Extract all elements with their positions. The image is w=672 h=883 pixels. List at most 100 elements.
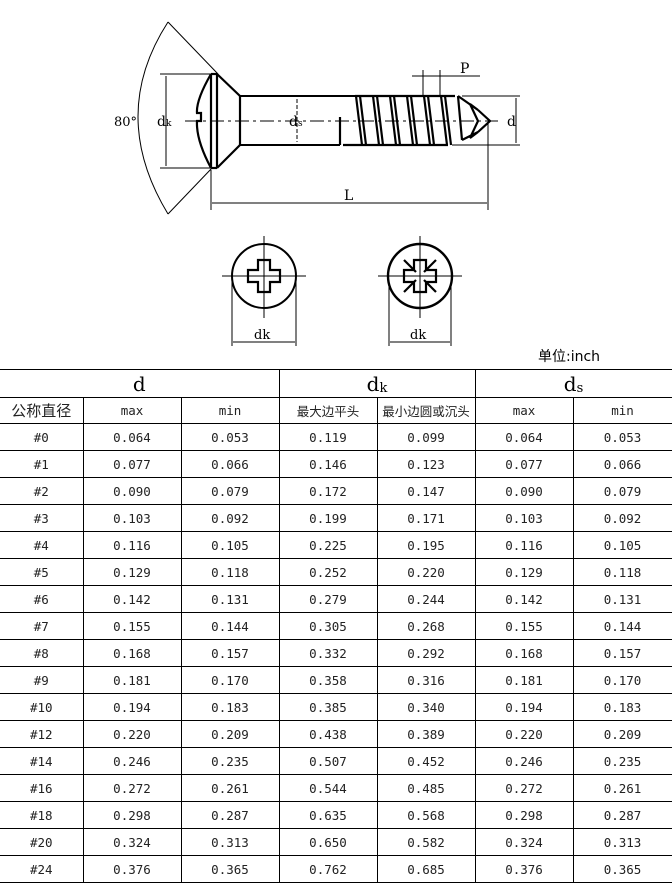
cell-ds-max: 0.298 <box>474 801 574 829</box>
cell-ds-max: 0.155 <box>474 612 574 640</box>
cell-dk-max: 0.305 <box>278 612 378 640</box>
cell-ds-min: 0.235 <box>572 747 672 775</box>
cell-ds-min: 0.053 <box>572 423 672 451</box>
cell-d-max: 0.116 <box>82 531 182 559</box>
cell-ds-max: 0.272 <box>474 774 574 802</box>
cell-dk-min: 0.452 <box>376 747 476 775</box>
cell-d-max: 0.103 <box>82 504 182 532</box>
cell-dk-min: 0.316 <box>376 666 476 694</box>
cell-nominal-size: #8 <box>0 639 84 667</box>
cell-ds-max: 0.324 <box>474 828 574 856</box>
cell-dk-max: 0.507 <box>278 747 378 775</box>
cell-dk-min: 0.568 <box>376 801 476 829</box>
cell-ds-min: 0.183 <box>572 693 672 721</box>
cell-dk-max: 0.762 <box>278 855 378 883</box>
cell-ds-min: 0.131 <box>572 585 672 613</box>
angle-arc <box>137 21 169 215</box>
cell-d-min: 0.183 <box>180 693 280 721</box>
cell-dk-min: 0.292 <box>376 639 476 667</box>
cell-nominal-size: #0 <box>0 423 84 451</box>
cell-ds-min: 0.092 <box>572 504 672 532</box>
cell-ds-min: 0.287 <box>572 801 672 829</box>
subheader-dk-flat-max: 最大边平头 <box>278 397 378 424</box>
cell-d-max: 0.194 <box>82 693 182 721</box>
cell-dk-min: 0.485 <box>376 774 476 802</box>
cell-ds-min: 0.261 <box>572 774 672 802</box>
cell-d-min: 0.118 <box>180 558 280 586</box>
cell-dk-max: 0.119 <box>278 423 378 451</box>
cell-d-min: 0.170 <box>180 666 280 694</box>
pitch-label: P <box>460 61 469 77</box>
cell-d-max: 0.168 <box>82 639 182 667</box>
cell-ds-max: 0.376 <box>474 855 574 883</box>
cell-d-max: 0.155 <box>82 612 182 640</box>
cell-d-min: 0.235 <box>180 747 280 775</box>
subheader-d-max: max <box>82 397 182 424</box>
cell-dk-min: 0.268 <box>376 612 476 640</box>
subheader-dk-oval-min: 最小边圆或沉头 <box>376 397 476 424</box>
subheader-nominal-diameter: 公称直径 <box>0 397 84 424</box>
cell-d-min: 0.287 <box>180 801 280 829</box>
screw-technical-drawing: 80° dk ds d P L dk dk <box>0 0 672 350</box>
cell-ds-max: 0.194 <box>474 693 574 721</box>
phillips-recess-view <box>222 236 306 346</box>
subheader-ds-min: min <box>572 397 672 424</box>
cell-ds-min: 0.365 <box>572 855 672 883</box>
head-diameter-label: dk <box>157 114 172 130</box>
cell-dk-max: 0.172 <box>278 477 378 505</box>
cell-nominal-size: #16 <box>0 774 84 802</box>
cell-nominal-size: #14 <box>0 747 84 775</box>
cell-d-max: 0.129 <box>82 558 182 586</box>
cell-nominal-size: #7 <box>0 612 84 640</box>
cell-d-min: 0.105 <box>180 531 280 559</box>
cell-dk-max: 0.279 <box>278 585 378 613</box>
cell-d-min: 0.144 <box>180 612 280 640</box>
cell-dk-min: 0.582 <box>376 828 476 856</box>
group-header-dk: dk <box>278 369 476 398</box>
cell-ds-max: 0.246 <box>474 747 574 775</box>
cell-ds-min: 0.144 <box>572 612 672 640</box>
table-subheader-row: 公称直径 max min 最大边平头 最小边圆或沉头 max min <box>0 397 672 424</box>
cell-dk-max: 0.332 <box>278 639 378 667</box>
cell-dk-min: 0.389 <box>376 720 476 748</box>
table-group-header-row: d dk ds <box>0 369 672 398</box>
cell-dk-max: 0.225 <box>278 531 378 559</box>
cell-d-min: 0.053 <box>180 423 280 451</box>
group-header-ds: ds <box>474 369 672 398</box>
cell-d-min: 0.261 <box>180 774 280 802</box>
cell-nominal-size: #3 <box>0 504 84 532</box>
cell-d-max: 0.376 <box>82 855 182 883</box>
cell-ds-min: 0.066 <box>572 450 672 478</box>
cell-d-min: 0.092 <box>180 504 280 532</box>
cell-dk-max: 0.358 <box>278 666 378 694</box>
angle-label: 80° <box>114 115 137 130</box>
cell-d-min: 0.209 <box>180 720 280 748</box>
cell-ds-min: 0.079 <box>572 477 672 505</box>
cell-dk-max: 0.635 <box>278 801 378 829</box>
cell-dk-min: 0.171 <box>376 504 476 532</box>
cell-ds-max: 0.181 <box>474 666 574 694</box>
dimension-table: d dk ds 公称直径 max min 最大边平头 最小边圆或沉头 max m… <box>0 369 672 883</box>
pozidriv-recess-view <box>378 236 462 346</box>
cell-nominal-size: #5 <box>0 558 84 586</box>
cell-nominal-size: #18 <box>0 801 84 829</box>
cell-nominal-size: #1 <box>0 450 84 478</box>
cell-d-max: 0.272 <box>82 774 182 802</box>
cell-ds-min: 0.105 <box>572 531 672 559</box>
cell-nominal-size: #12 <box>0 720 84 748</box>
cell-dk-min: 0.123 <box>376 450 476 478</box>
cell-d-max: 0.090 <box>82 477 182 505</box>
thread-diameter-label: d <box>507 114 516 130</box>
cell-dk-max: 0.650 <box>278 828 378 856</box>
length-label: L <box>344 188 353 204</box>
